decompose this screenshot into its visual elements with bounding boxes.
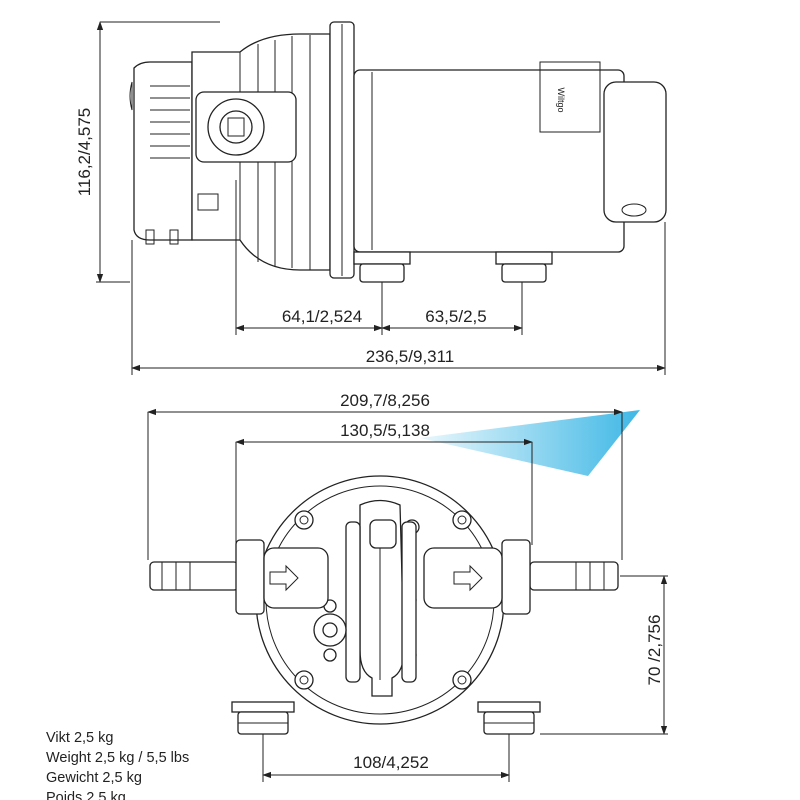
front-width-dimension: 209,7/8,256 [340,391,430,410]
right-segment-dimension: 63,5/2,5 [425,307,486,326]
total-length-dimension: 236,5/9,311 [366,347,455,366]
weight-line-french: Poids 2,5 kg [46,790,126,800]
highlight-beam [420,410,640,476]
foot-spacing-dimension: 108/4,252 [353,753,429,772]
height-dimension: 116,2/4,575 [75,108,94,197]
weight-line-german: Gewicht 2,5 kg [46,770,142,786]
front-view: 209,7/8,256 130,5/5,138 [147,391,668,782]
side-view: Wiltgo 116,2/4,575 64,1/2,524 63,5/2,5 2… [75,21,667,375]
port-spacing-dimension: 130,5/5,138 [340,421,430,440]
motor-label: Wiltgo [556,87,566,112]
weight-line-english: Weight 2,5 kg / 5,5 lbs [46,750,190,766]
outlet-height-dimension: 70 /2,756 [645,615,664,686]
weight-notes: Vikt 2,5 kg Weight 2,5 kg / 5,5 lbs Gewi… [46,728,189,800]
left-segment-dimension: 64,1/2,524 [282,307,362,326]
weight-line-swedish: Vikt 2,5 kg [46,730,114,746]
